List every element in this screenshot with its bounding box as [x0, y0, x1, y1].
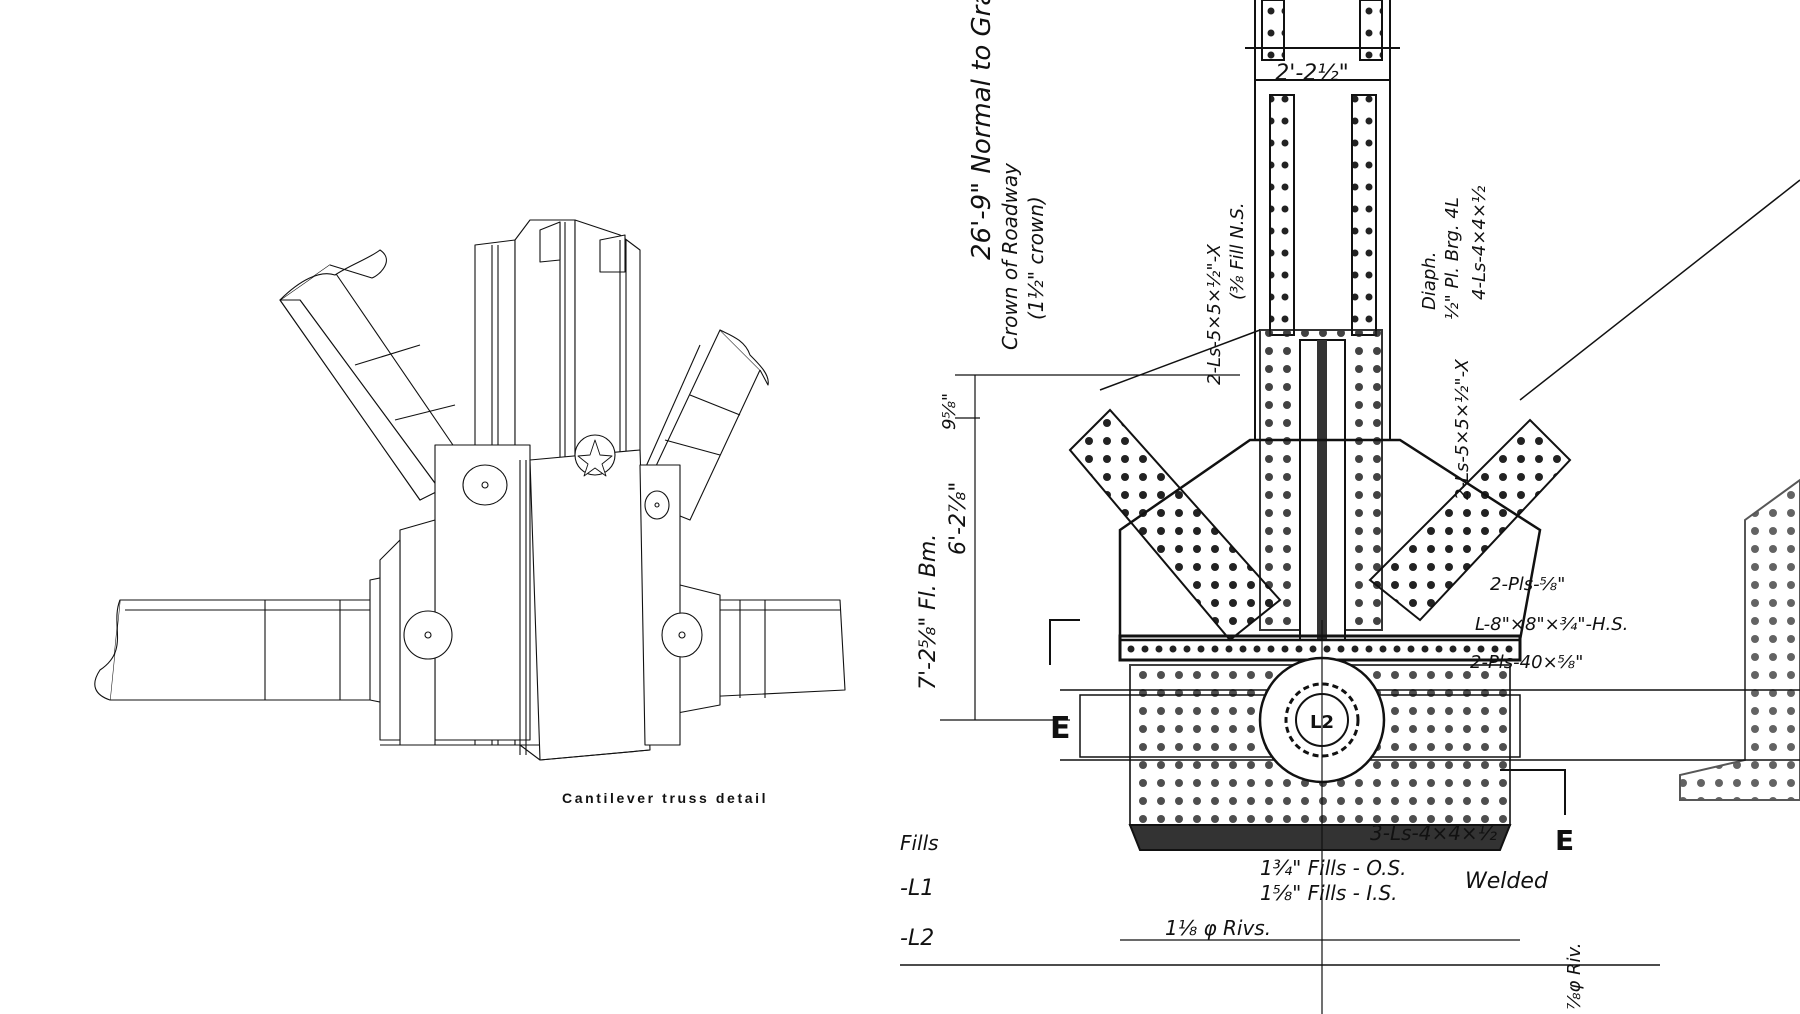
label-fl-bm: Fl. Bm.	[916, 534, 941, 610]
gusset-plates	[379, 444, 681, 761]
truss-3d-svg	[94, 219, 846, 761]
label-ls5: 2-Ls-5×5×½"-X	[1452, 359, 1473, 500]
adjacent-elevation	[1679, 478, 1800, 801]
label-l1: -L1	[900, 876, 934, 901]
label-dim-72: 7'-2⅝"	[916, 617, 941, 690]
label-fill-ns2: (⅜ Fill N.S.	[1227, 202, 1248, 300]
label-normal-grade: 26'-9" Normal to Gra	[967, 0, 997, 260]
label-fill-ns: 2-Ls-5×5×½"-X	[1204, 244, 1225, 385]
label-rivs: 1⅛ φ Rivs.	[1165, 916, 1271, 940]
label-pls58: 2-Pls-⅝"	[1490, 574, 1565, 595]
label-fills-is: 1⅝" Fills - I.S.	[1260, 881, 1398, 905]
label-brg: ½" Pl. Brg. 4L	[1442, 197, 1463, 320]
label-pls40: 2-Pls-40×⅝"	[1470, 652, 1583, 673]
label-fills-edge: Fills	[900, 831, 939, 855]
label-dim-627: 6'-2⅞"	[946, 482, 971, 555]
label-crown-sub: (1½" crown)	[1024, 196, 1048, 320]
pin-connections	[403, 434, 703, 660]
label-top-width: 2'-2½"	[1275, 61, 1348, 86]
engineering-drawing: 2'-2½" 26'-9" Normal to Gra Crown of Roa…	[900, 0, 1800, 1014]
vertical-rivets-right	[1351, 94, 1377, 336]
label-ls-bottom: 3-Ls-4×4×½	[1370, 821, 1498, 845]
label-dim-95: 9⅝"	[939, 393, 960, 430]
label-node: L2	[1310, 712, 1334, 733]
diagonal-member-left	[279, 249, 471, 501]
label-riv-edge: ⅞φ Riv.	[1564, 943, 1585, 1010]
vertical-top-right	[1359, 0, 1383, 61]
label-e-right: E	[1555, 824, 1574, 857]
label-fills-os: 1¾" Fills - O.S.	[1260, 856, 1407, 880]
label-l8: L-8"×8"×¾"-H.S.	[1475, 614, 1628, 635]
label-diaph: Diaph.	[1419, 252, 1440, 310]
top-flange	[1118, 634, 1522, 662]
caption: Cantilever truss detail	[562, 790, 769, 806]
label-l2: -L2	[900, 926, 934, 951]
diagonal-right	[1368, 418, 1572, 622]
diagonal-left	[1068, 408, 1282, 642]
truss-3d-drawing: Cantilever truss detail	[94, 219, 846, 806]
annotations: 2'-2½" 26'-9" Normal to Gra Crown of Roa…	[900, 0, 1628, 1010]
vertical-rivets-left	[1269, 94, 1295, 336]
drawing-svg: 2'-2½" 26'-9" Normal to Gra Crown of Roa…	[900, 0, 1800, 1014]
label-welded: Welded	[1465, 869, 1549, 894]
label-ls4: 4-Ls-4×4×½	[1469, 185, 1490, 300]
label-crown: Crown of Roadway	[998, 162, 1022, 350]
vertical-top-left	[1261, 0, 1285, 61]
label-e-left: E	[1050, 711, 1071, 746]
